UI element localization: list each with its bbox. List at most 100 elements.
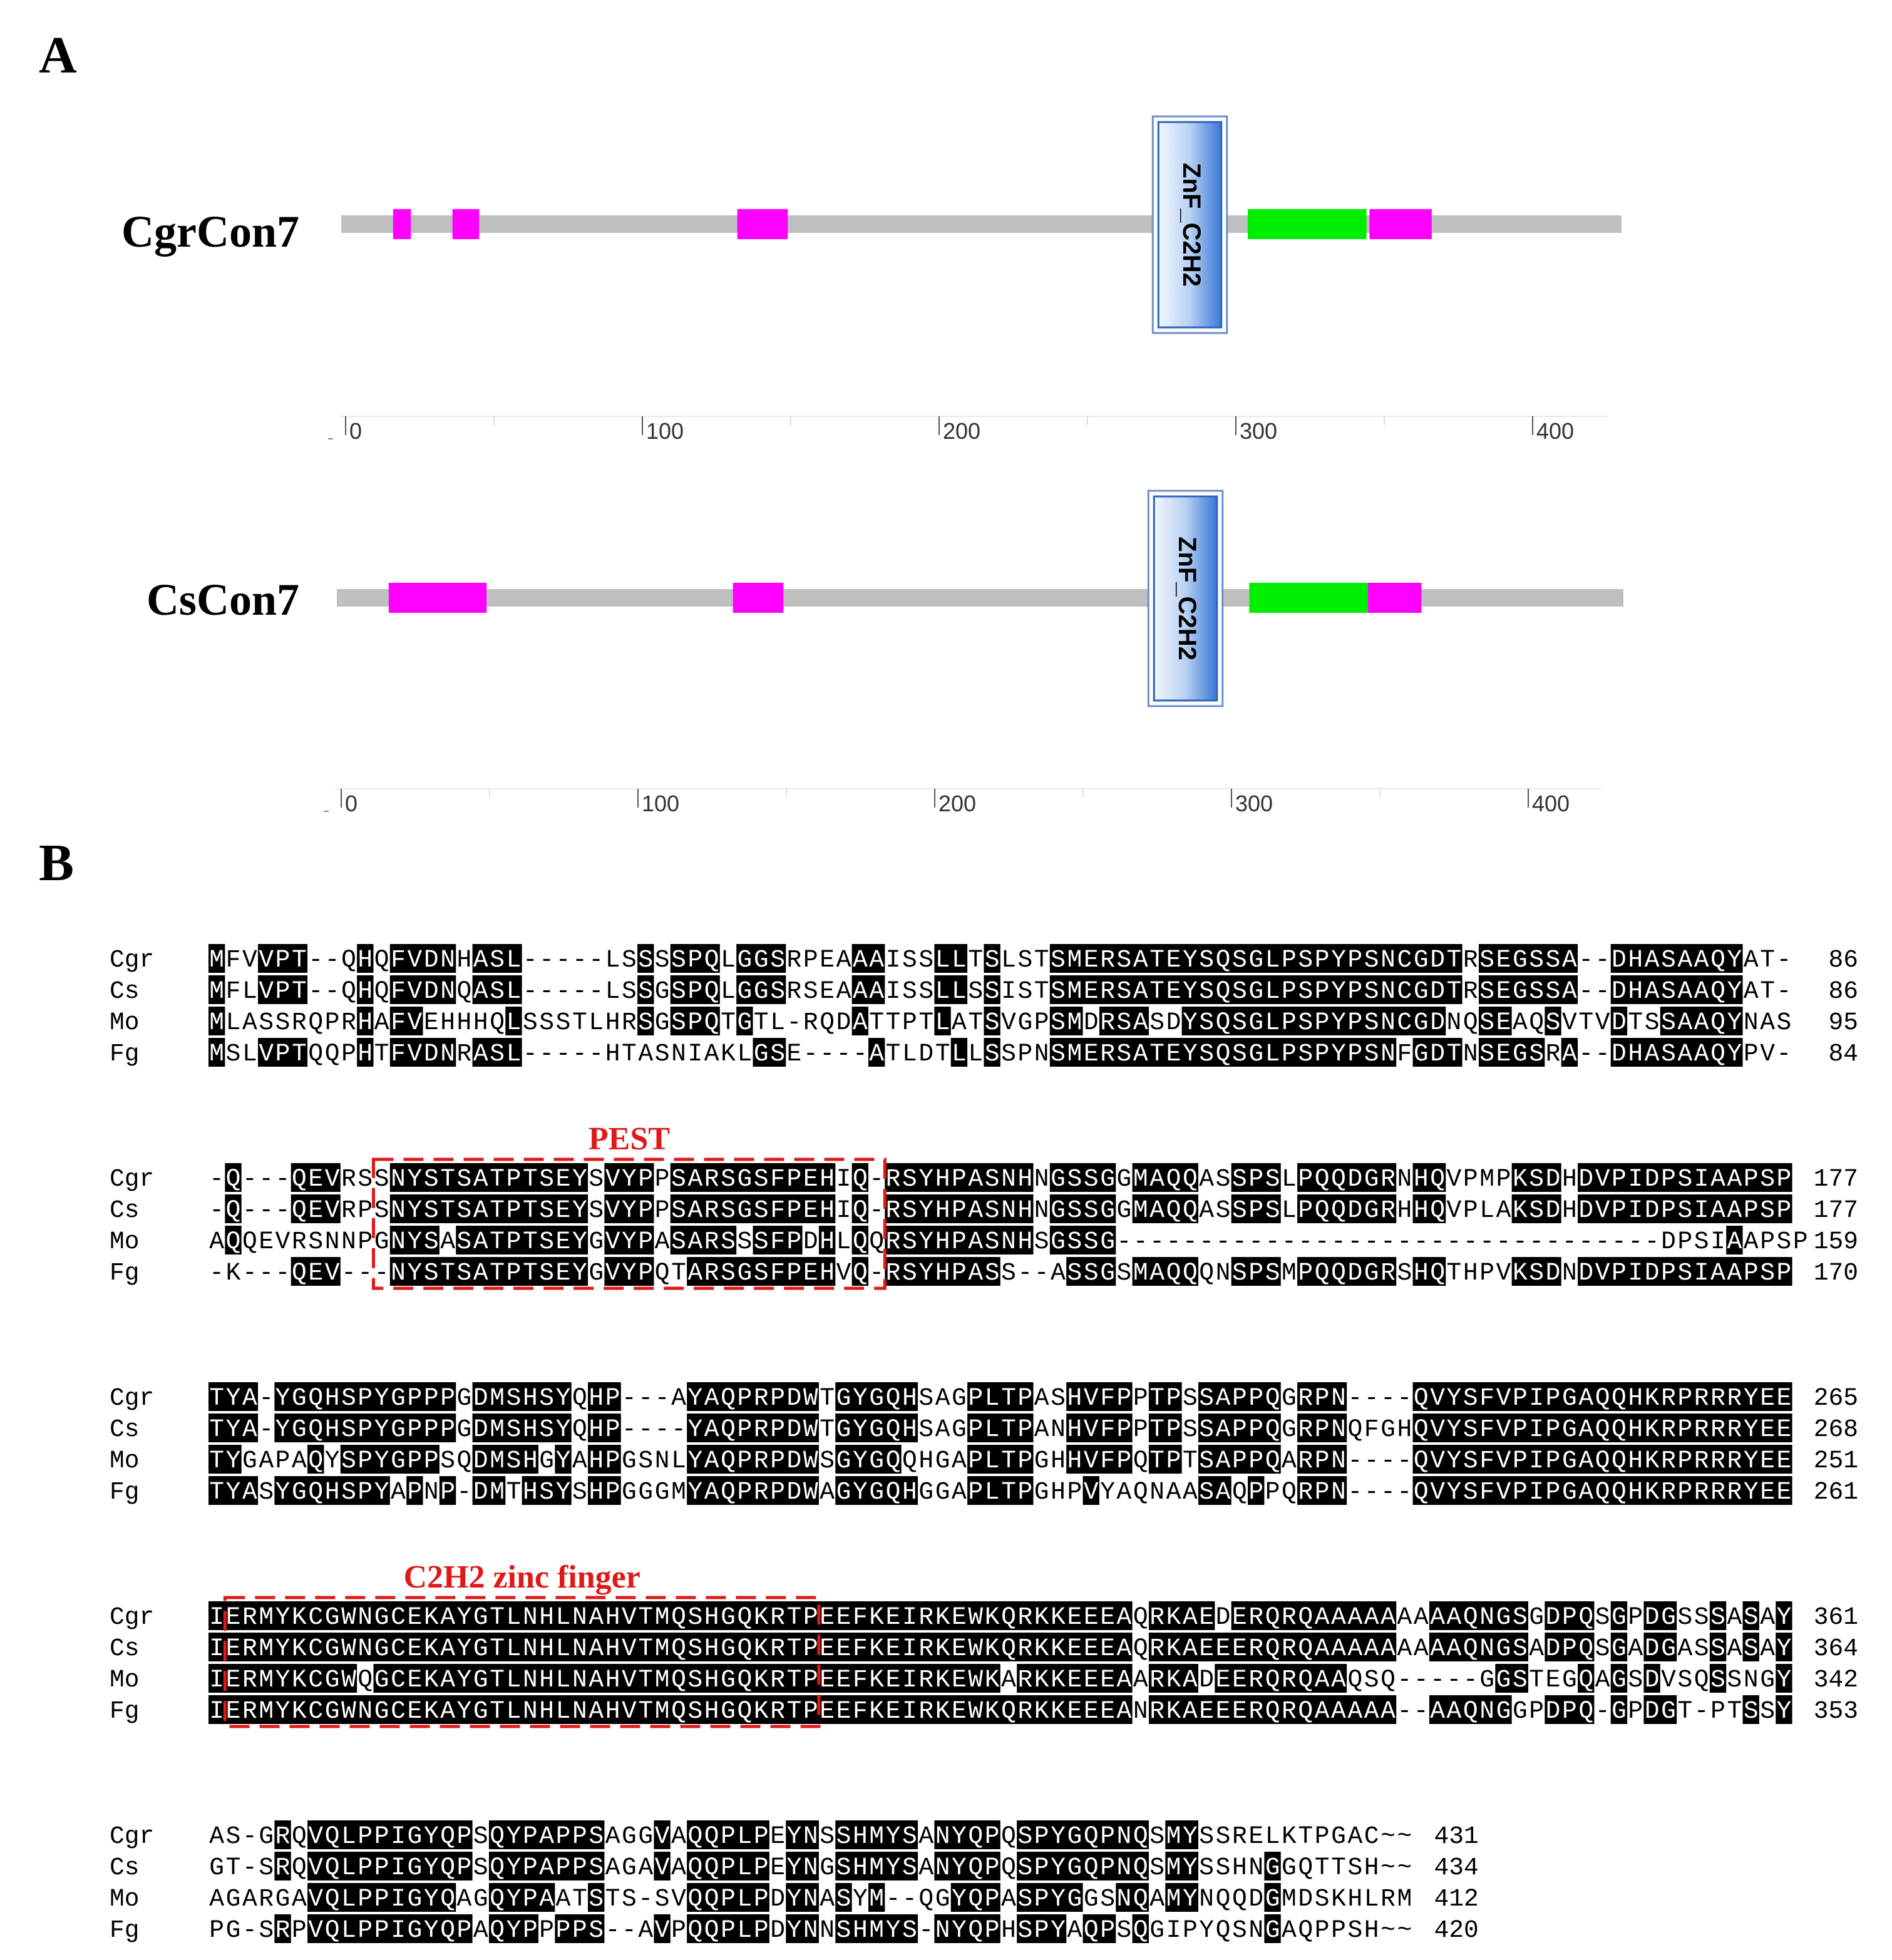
conserved-highlight xyxy=(1660,1007,1743,1035)
sequence-row: IERMYKCGWNGCEKAYGTLNHLNAHVTMQSHGQKRTPEEF… xyxy=(209,1634,1791,1663)
conserved-highlight xyxy=(488,1914,538,1943)
residue-count: 84 xyxy=(1828,1040,1858,1068)
conserved-highlight xyxy=(1643,1601,1677,1630)
conserved-highlight xyxy=(357,1007,374,1035)
conserved-highlight xyxy=(950,1883,1000,1912)
species-label: Cs xyxy=(110,1854,140,1882)
conserved-highlight xyxy=(934,1820,1000,1849)
conserved-highlight xyxy=(1132,1194,1198,1223)
conserved-highlight xyxy=(1148,1414,1182,1442)
conserved-highlight xyxy=(984,944,1000,973)
pest-segment xyxy=(733,583,784,613)
conserved-highlight xyxy=(1049,1226,1116,1255)
conserved-highlight xyxy=(1709,1601,1727,1630)
conserved-highlight xyxy=(835,1914,918,1943)
conserved-highlight xyxy=(1165,1883,1198,1912)
region-box xyxy=(372,1157,887,1290)
conserved-highlight xyxy=(456,1226,589,1255)
conserved-highlight xyxy=(1017,1852,1149,1880)
conserved-highlight xyxy=(753,1038,786,1067)
conserved-highlight xyxy=(885,1226,1034,1255)
panel-b-letter: B xyxy=(39,834,75,892)
conserved-highlight xyxy=(357,1038,374,1067)
conserved-highlight xyxy=(835,1382,918,1411)
conserved-highlight xyxy=(885,1257,1000,1286)
conserved-highlight xyxy=(604,1226,654,1255)
pest-segment xyxy=(1369,209,1432,239)
sequence-row: AQQEVRSNNPGNYSASATPTSEYGVYPASARSSSFPDHLQ… xyxy=(209,1228,1807,1256)
species-label: Fg xyxy=(110,1916,140,1944)
conserved-highlight xyxy=(307,1883,456,1912)
conserved-highlight xyxy=(1610,1601,1628,1630)
conserved-highlight xyxy=(1099,1007,1149,1035)
conserved-highlight xyxy=(1742,1633,1759,1661)
conserved-highlight xyxy=(1017,1664,1133,1693)
conserved-highlight xyxy=(967,1476,1034,1505)
conserved-highlight xyxy=(406,1476,423,1505)
pest-segment xyxy=(1368,583,1422,613)
conserved-highlight xyxy=(588,1883,605,1912)
domain-box xyxy=(1153,495,1218,702)
conserved-highlight xyxy=(1610,1695,1628,1724)
conserved-highlight xyxy=(736,944,786,973)
conserved-highlight xyxy=(687,1476,819,1505)
conserved-highlight xyxy=(208,975,225,1004)
conserved-highlight xyxy=(1264,1914,1281,1943)
conserved-highlight xyxy=(505,1007,522,1035)
residue-count: 261 xyxy=(1814,1478,1858,1506)
conserved-highlight xyxy=(967,1382,1034,1411)
conserved-highlight xyxy=(208,1445,242,1474)
residue-count: 86 xyxy=(1828,977,1858,1005)
conserved-highlight xyxy=(851,944,885,973)
conserved-highlight xyxy=(1742,1601,1759,1630)
conserved-highlight xyxy=(851,1007,868,1035)
conserved-highlight xyxy=(1198,1476,1231,1505)
conserved-highlight xyxy=(1742,1695,1759,1724)
sequence-row: -K---QEV---NYSTSATPTSEYGVYPQTARSGSFPEHVQ… xyxy=(209,1259,1791,1287)
conserved-highlight xyxy=(488,1820,605,1849)
conserved-highlight xyxy=(934,1852,1000,1880)
species-label: Mo xyxy=(110,1447,140,1475)
conserved-highlight xyxy=(851,975,885,1004)
conserved-highlight xyxy=(1511,1257,1561,1286)
sequence-row: GT-SRQVQLPPIGYQPSQYPAPPSAGAVAQQPLPEYNGSH… xyxy=(209,1854,1412,1882)
pest-segment xyxy=(388,583,487,613)
conserved-highlight xyxy=(1578,1163,1792,1192)
sequence-row: MLASSRQPRHAFVEHHHQLSSSTLHRSGSPQTGTL-RQDA… xyxy=(209,1008,1791,1037)
conserved-highlight xyxy=(984,1007,1000,1035)
residue-count: 268 xyxy=(1814,1415,1858,1444)
conserved-highlight xyxy=(1429,1601,1528,1630)
conserved-highlight xyxy=(1578,1257,1792,1286)
conserved-highlight xyxy=(307,1445,324,1474)
conserved-highlight xyxy=(835,1414,918,1442)
conserved-highlight xyxy=(934,975,968,1004)
conserved-highlight xyxy=(1231,1257,1281,1286)
conserved-highlight xyxy=(1049,1007,1083,1035)
species-label: Cgr xyxy=(110,1165,154,1193)
axis-tick-label: 300 xyxy=(1235,791,1273,816)
conserved-highlight xyxy=(588,1414,621,1442)
conserved-highlight xyxy=(488,1883,555,1912)
conserved-highlight xyxy=(1132,1163,1198,1192)
conserved-highlight xyxy=(472,944,522,973)
conserved-highlight xyxy=(868,1883,885,1912)
conserved-highlight xyxy=(851,1194,868,1223)
conserved-highlight xyxy=(1297,1476,1347,1505)
sequence-row: TYASYGQHSPYAPNP-DMTHSYSHPGGGMYAQPRPDWAGY… xyxy=(209,1478,1791,1506)
conserved-highlight xyxy=(307,1820,473,1849)
axis-tick-label: 100 xyxy=(642,791,679,816)
conserved-highlight xyxy=(1478,1007,1512,1035)
conserved-highlight xyxy=(1412,1382,1792,1411)
conserved-highlight xyxy=(1412,1257,1446,1286)
conserved-highlight xyxy=(753,1226,803,1255)
alignment-block: Cgr-Q---QEVRSSNYSTSATPTSEYSVYPPSARSGSFPE… xyxy=(110,1163,1858,1287)
axis-tick-label: 0 xyxy=(345,791,357,816)
conserved-highlight xyxy=(818,1226,836,1255)
conserved-highlight xyxy=(687,1445,819,1474)
conserved-highlight xyxy=(835,1445,902,1474)
conserved-highlight xyxy=(588,1476,621,1505)
conserved-highlight xyxy=(687,1820,769,1849)
